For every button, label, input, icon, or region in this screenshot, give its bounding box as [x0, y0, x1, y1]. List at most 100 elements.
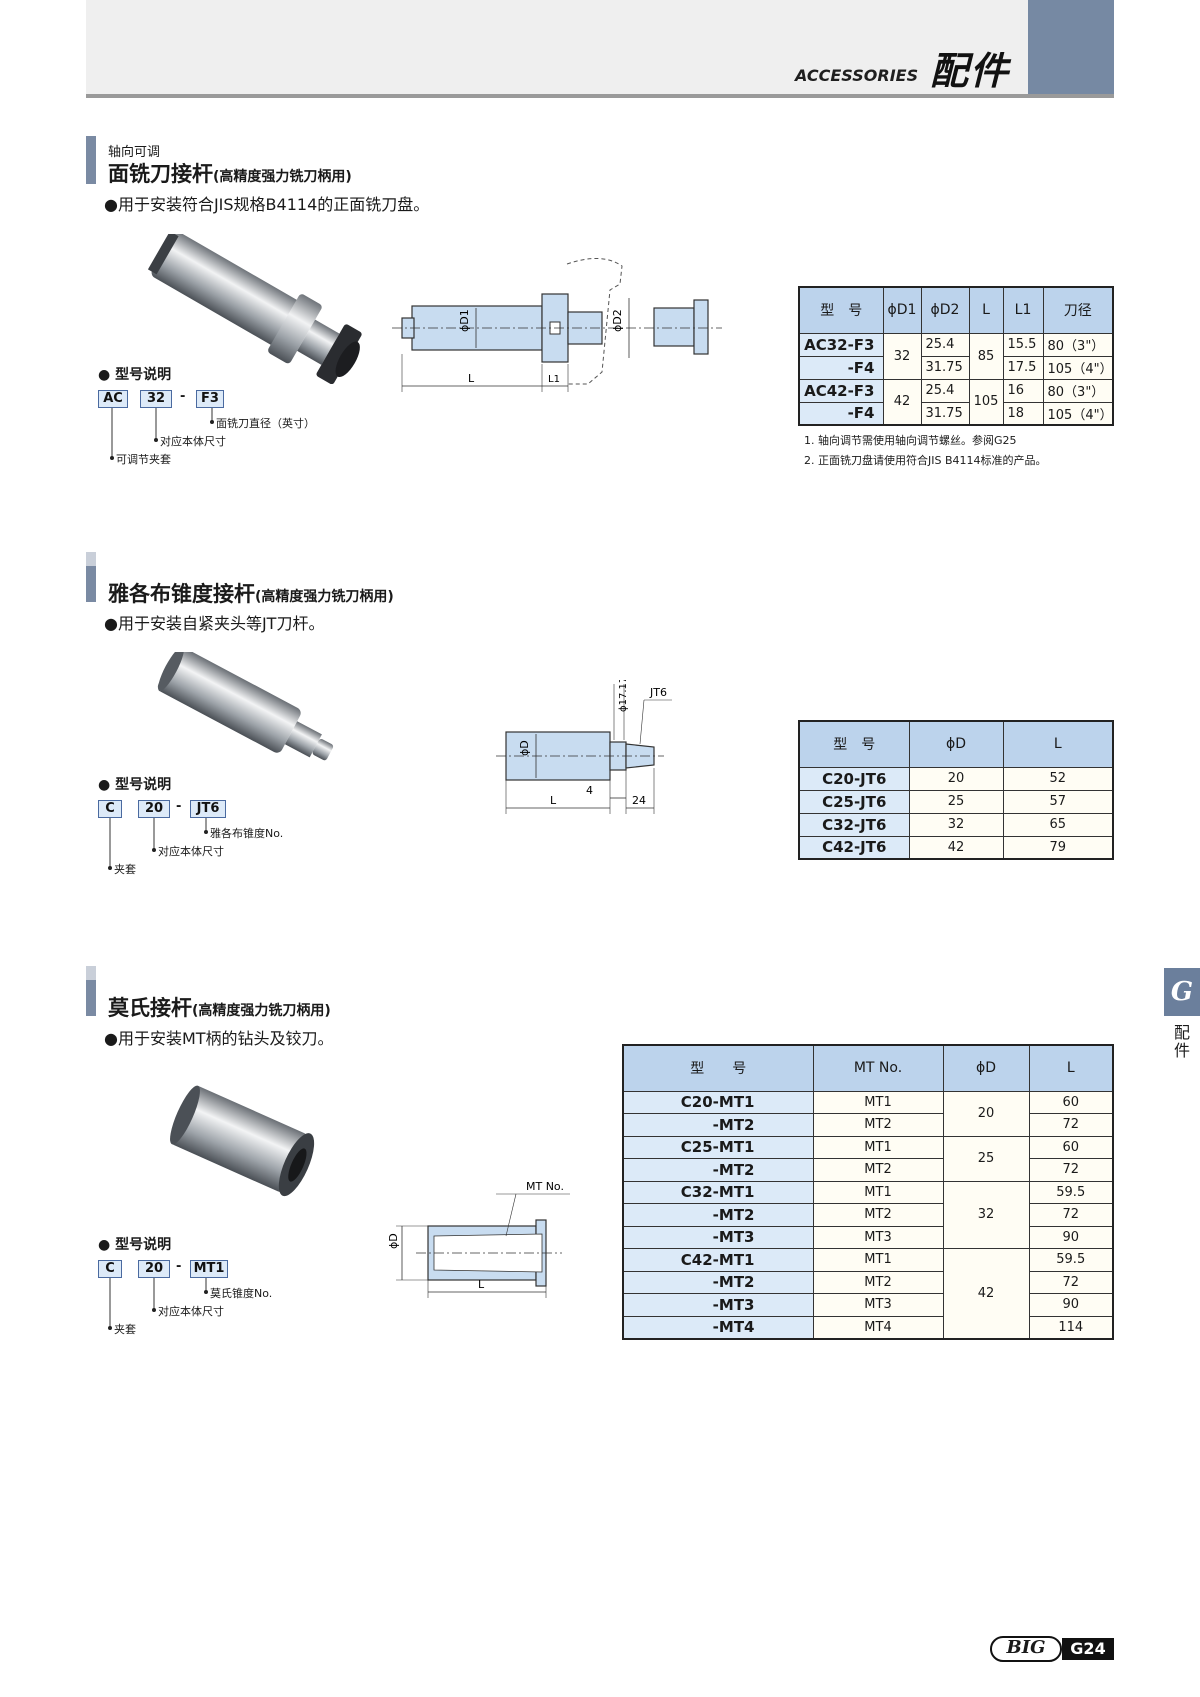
section-1-note-diameter: 面铣刀直径（英寸） [216, 417, 315, 430]
section-2-marker [86, 566, 96, 602]
t3-cell-model: -MT3 [622, 1225, 814, 1249]
diagram-label-d17: ϕ17.17 [618, 680, 629, 712]
table-row: AC32-F3 32 25.4 85 15.5 80（3"） [798, 332, 1114, 380]
table-row: -MT3 MT3 90 [622, 1225, 1114, 1249]
chapter-tab-label: 配件 [1173, 1023, 1190, 1060]
t3-header-mt: MT No. [812, 1044, 944, 1092]
t2-cell-d: 32 [908, 812, 1004, 837]
t3-cell-mt: MT1 [812, 1090, 944, 1114]
t3-cell-mt: MT1 [812, 1180, 944, 1204]
brand-logo: BIG [990, 1636, 1062, 1662]
section-3-subtitle: (高精度强力铣刀柄用) [192, 1003, 331, 1019]
t3-cell-d: 42 [942, 1248, 1030, 1339]
t1-cell-model: AC42-F3 [798, 378, 884, 403]
section-1-code-1: AC [98, 390, 128, 408]
t2-cell-l: 65 [1002, 812, 1114, 837]
section-3-title: 莫氏接杆(高精度强力铣刀柄用) [108, 992, 331, 1022]
section-1-description: ●用于安装符合JIS规格B4114的正面铣刀盘。 [104, 195, 430, 214]
section-2-code-2: 20 [138, 800, 170, 818]
t3-cell-model: -MT2 [622, 1113, 814, 1137]
section-3-code-3: MT1 [190, 1260, 228, 1278]
section-1-title-text: 面铣刀接杆 [108, 162, 213, 186]
t2-cell-d: 20 [908, 766, 1004, 791]
section-1-pretitle: 轴向可调 [108, 145, 161, 160]
t3-cell-mt: MT4 [812, 1315, 944, 1339]
table-row: -MT2 MT2 72 [622, 1113, 1114, 1137]
table-row: C25-JT6 25 57 [798, 789, 1114, 814]
t3-header-model: 型 号 [622, 1044, 814, 1092]
section-1-note-body-size: 对应本体尺寸 [160, 435, 226, 448]
t1-cell-l1: 17.5 [1002, 355, 1044, 380]
section-2-code-3: JT6 [190, 800, 226, 818]
t1-cell-d2: 31.75 [920, 355, 970, 380]
t3-cell-mt: MT1 [812, 1135, 944, 1159]
diagram-label-mt-no: MT No. [526, 1180, 564, 1193]
section-2-note-body-size: 对应本体尺寸 [158, 845, 224, 858]
section-1-model-heading: ● 型号说明 [98, 367, 172, 383]
t1-cell-dia: 80（3"） [1042, 378, 1114, 403]
t1-cell-d2: 31.75 [920, 401, 970, 426]
t2-cell-l: 52 [1002, 766, 1114, 791]
table-row: C32-JT6 32 65 [798, 812, 1114, 837]
section-2-code-separator: - [176, 799, 182, 814]
t2-cell-model: C25-JT6 [798, 789, 910, 814]
t3-cell-l: 59.5 [1028, 1180, 1114, 1204]
t2-cell-model: C42-JT6 [798, 835, 910, 860]
section-2-model-heading: ● 型号说明 [98, 777, 172, 793]
section-1-footnote-1: 1. 轴向调节需使用轴向调节螺丝。参阅G25 [804, 434, 1017, 447]
t3-cell-d: 20 [942, 1090, 1030, 1137]
t3-cell-l: 90 [1028, 1225, 1114, 1249]
header-rule [86, 94, 1114, 98]
t1-cell-d2: 25.4 [920, 332, 970, 357]
table-row: C25-MT1 MT1 25 60 [622, 1135, 1114, 1182]
diagram-label-24: 24 [632, 794, 646, 807]
t3-cell-l: 60 [1028, 1135, 1114, 1159]
t3-cell-model: -MT2 [622, 1158, 814, 1182]
t2-cell-model: C32-JT6 [798, 812, 910, 837]
chapter-tab[interactable]: G [1164, 968, 1200, 1016]
t1-cell-l: 85 [968, 332, 1004, 380]
t2-header-d: ϕD [908, 720, 1004, 768]
t1-header-model: 型 号 [798, 286, 884, 334]
t3-cell-d: 32 [942, 1180, 1030, 1249]
diagram-label-d: ϕD [387, 1233, 400, 1249]
t2-cell-l: 79 [1002, 835, 1114, 860]
section-1-subtitle: (高精度强力铣刀柄用) [213, 169, 352, 185]
section-1-spec-table: 型 号 ϕD1 ϕD2 L L1 刀径 AC32-F3 32 25.4 85 1… [798, 286, 1114, 426]
t3-cell-l: 72 [1028, 1113, 1114, 1137]
table-row: C32-MT1 MT1 32 59.5 [622, 1180, 1114, 1249]
table-row: AC42-F3 42 25.4 105 16 80（3"） [798, 378, 1114, 426]
t3-cell-model: C25-MT1 [622, 1135, 814, 1159]
diagram-label-d: ϕD [518, 740, 531, 756]
t3-header-d: ϕD [942, 1044, 1030, 1092]
section-2-title-text: 雅各布锥度接杆 [108, 582, 255, 606]
t1-cell-d2: 25.4 [920, 378, 970, 403]
section-3-title-text: 莫氏接杆 [108, 996, 192, 1020]
section-3-code-1: C [98, 1260, 122, 1278]
t2-cell-d: 25 [908, 789, 1004, 814]
jacobs-taper-arbor-diagram: ϕD ϕ17.17 JT6 L 4 24 [496, 680, 672, 814]
t3-cell-mt: MT3 [812, 1293, 944, 1317]
t3-cell-l: 114 [1028, 1315, 1114, 1339]
t3-cell-l: 72 [1028, 1203, 1114, 1227]
t3-cell-l: 90 [1028, 1293, 1114, 1317]
section-2-title: 雅各布锥度接杆(高精度强力铣刀柄用) [108, 578, 394, 608]
face-mill-arbor-diagram: ϕD1 ϕD2 L L1 [392, 258, 722, 392]
t1-cell-d1: 42 [882, 378, 922, 426]
t3-cell-mt: MT2 [812, 1158, 944, 1182]
page-number: G24 [1062, 1638, 1114, 1660]
t3-cell-mt: MT1 [812, 1248, 944, 1272]
morse-taper-arbor-photo [170, 1085, 315, 1197]
face-mill-arbor-photo [147, 234, 362, 384]
section-2-note-collet: 夹套 [114, 863, 136, 876]
table-row: -F4 31.75 17.5 105（4"） [798, 355, 1114, 380]
t2-header-l: L [1002, 720, 1114, 768]
header-title-cn: 配件 [930, 49, 1011, 93]
diagram-label-l: L [468, 372, 475, 385]
table-row: -MT4 MT4 114 [622, 1315, 1114, 1339]
t3-header-l: L [1028, 1044, 1114, 1092]
t3-cell-model: C42-MT1 [622, 1248, 814, 1272]
section-2-description: ●用于安装自紧夹头等JT刀杆。 [104, 614, 325, 633]
t1-header-l: L [968, 286, 1004, 334]
section-1-code-leaders [110, 408, 214, 460]
